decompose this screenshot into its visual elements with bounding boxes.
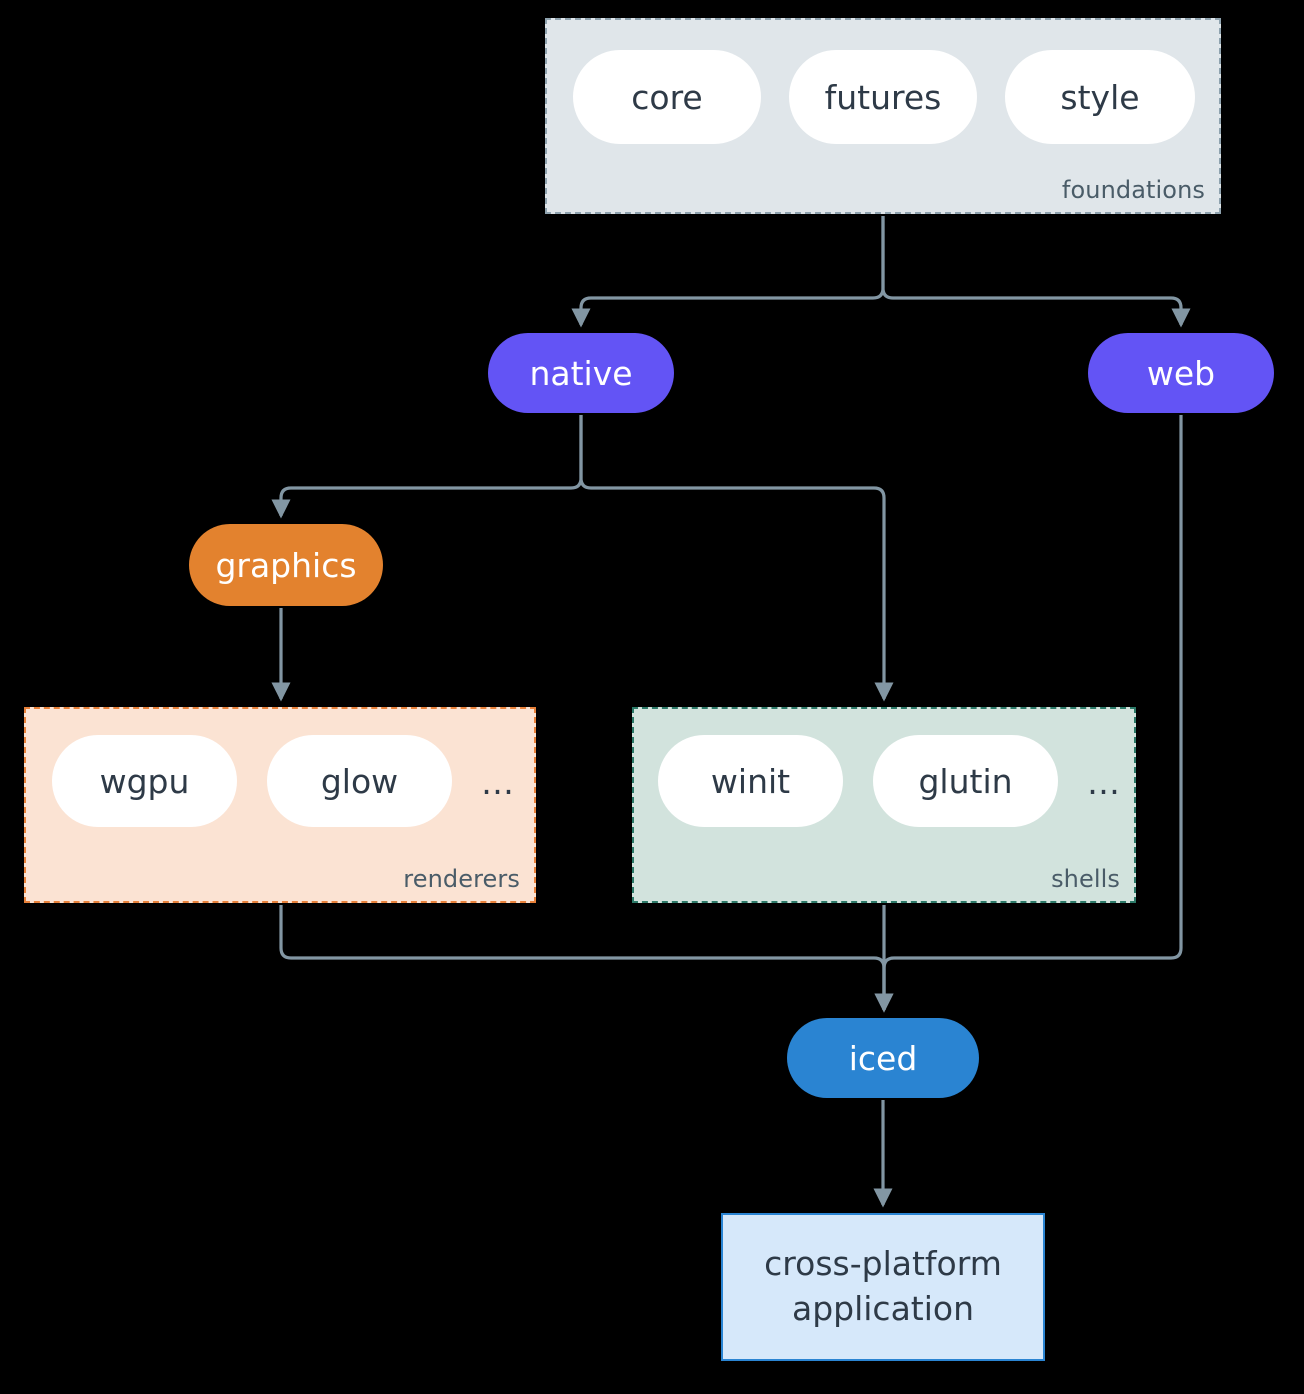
node-wgpu[interactable]: wgpu bbox=[52, 735, 237, 827]
node-iced[interactable]: iced bbox=[787, 1018, 979, 1098]
node-native[interactable]: native bbox=[488, 333, 674, 413]
application-label-line1: cross-platform bbox=[764, 1244, 1002, 1284]
node-glutin[interactable]: glutin bbox=[873, 735, 1058, 827]
node-graphics[interactable]: graphics bbox=[189, 524, 383, 606]
cluster-label-shells: shells bbox=[1051, 865, 1120, 893]
cluster-label-renderers: renderers bbox=[403, 865, 520, 893]
cluster-label-foundations: foundations bbox=[1061, 176, 1205, 204]
node-winit[interactable]: winit bbox=[658, 735, 843, 827]
shells-ellipsis: … bbox=[1087, 763, 1120, 802]
node-web[interactable]: web bbox=[1088, 333, 1274, 413]
node-style[interactable]: style bbox=[1005, 50, 1195, 144]
node-cross-platform-application[interactable]: cross-platform application bbox=[721, 1213, 1045, 1361]
application-label-line2: application bbox=[791, 1289, 975, 1328]
node-futures[interactable]: futures bbox=[789, 50, 977, 144]
node-glow[interactable]: glow bbox=[267, 735, 452, 827]
node-core[interactable]: core bbox=[573, 50, 761, 144]
renderers-ellipsis: … bbox=[481, 763, 514, 802]
